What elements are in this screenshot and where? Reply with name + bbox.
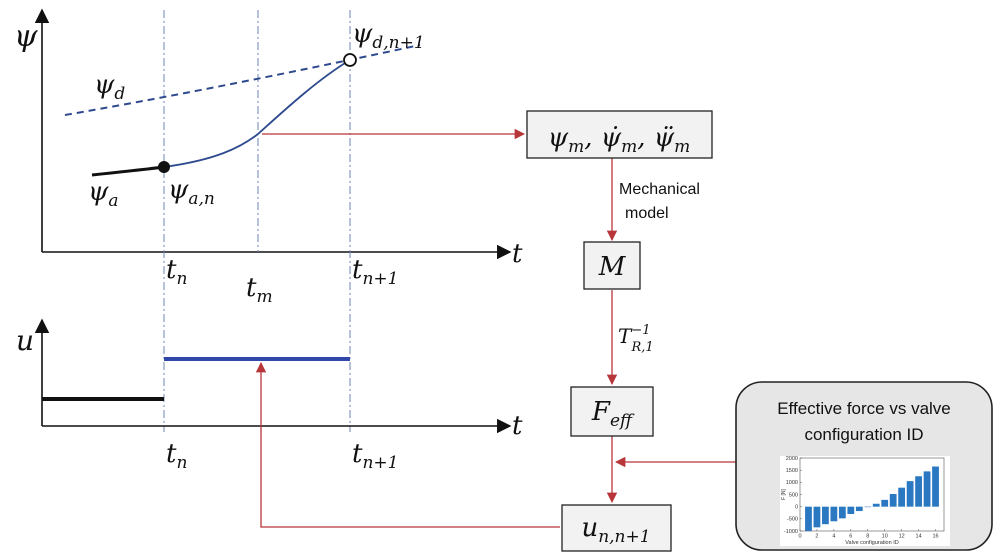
effective-force-label: Feff bbox=[591, 397, 635, 431]
top-y-axis-label: ψ bbox=[14, 19, 38, 54]
bottom-plot: u t tn tn+1 bbox=[16, 318, 523, 473]
label-psi-d-n1: ψd,n+1 bbox=[352, 19, 425, 53]
bar-chart: -1000 -500 0 500 1000 1500 2000 0 2 4 6 8 10 12 14 16Va… bbox=[781, 456, 945, 546]
bar-16 bbox=[932, 466, 939, 507]
bar-14 bbox=[915, 476, 922, 507]
tick-label-tn-bottom: tn bbox=[166, 439, 187, 473]
x-tick-label: 12 bbox=[899, 534, 905, 540]
label-psi-a: ψa bbox=[88, 177, 119, 211]
bar-13 bbox=[906, 481, 914, 507]
state-box bbox=[526, 110, 713, 159]
x-tick-label: 14 bbox=[916, 534, 922, 540]
bar-2 bbox=[813, 506, 821, 528]
y-tick-label: 500 bbox=[789, 492, 798, 498]
effective-force-box bbox=[570, 386, 654, 437]
bar-4 bbox=[830, 506, 838, 522]
y-tick-label: 2000 bbox=[786, 456, 798, 462]
x-axis-label: Valve configuration ID bbox=[845, 540, 898, 546]
x-tick-label: 16 bbox=[932, 534, 938, 540]
bottom-t-axis-label: t bbox=[512, 411, 523, 441]
arrow-u-to-plot bbox=[255, 361, 560, 528]
control-output-box bbox=[561, 504, 672, 552]
x-tick-label: 10 bbox=[882, 534, 888, 540]
bottom-y-axis-label: u bbox=[16, 324, 34, 357]
state-box-label: ψm, ψ̇m, ψ̈m bbox=[548, 123, 691, 157]
tick-label-tn-top: tn bbox=[166, 255, 187, 289]
y-tick-label: 0 bbox=[795, 504, 798, 510]
point-psi-d-n1 bbox=[343, 53, 357, 67]
desired-trajectory-curve bbox=[64, 44, 421, 116]
bar-8 bbox=[864, 506, 872, 508]
y-tick-label: 1500 bbox=[786, 468, 798, 474]
y-tick-label: 1000 bbox=[786, 480, 798, 486]
tick-label-tn1-bottom: tn+1 bbox=[352, 439, 398, 473]
bar-15 bbox=[923, 471, 931, 507]
bar-10 bbox=[881, 499, 889, 507]
bar-9 bbox=[872, 503, 880, 507]
label-psi-d: ψd bbox=[94, 70, 125, 104]
actual-trajectory-predicted-curve bbox=[163, 59, 351, 168]
top-plot: ψ t ψd ψa ψa,n ψd,n+1 tn tm tn+1 bbox=[14, 8, 523, 432]
y-tick-label: -500 bbox=[787, 517, 798, 523]
control-output-label: un,n+1 bbox=[581, 513, 650, 547]
actual-trajectory-past-curve bbox=[91, 165, 165, 177]
x-tick-label: 6 bbox=[849, 534, 852, 540]
tick-label-tn1-top: tn+1 bbox=[352, 255, 398, 289]
x-tick-label: 2 bbox=[815, 534, 818, 540]
point-psi-a-n bbox=[158, 161, 170, 173]
bar-1 bbox=[805, 506, 812, 531]
bar-7 bbox=[855, 506, 863, 512]
mass-matrix-box bbox=[583, 241, 641, 290]
top-t-axis-label: t bbox=[512, 239, 523, 269]
bar-5 bbox=[838, 506, 846, 519]
x-tick-label: 4 bbox=[832, 534, 835, 540]
bar-3 bbox=[822, 506, 829, 525]
bar-6 bbox=[847, 506, 855, 514]
bar-12 bbox=[898, 487, 906, 507]
y-tick-label: -1000 bbox=[784, 529, 798, 535]
bar-11 bbox=[889, 494, 897, 507]
y-axis-label: F [N] bbox=[781, 488, 787, 499]
x-tick-label: 0 bbox=[798, 534, 801, 540]
mass-matrix-label: M bbox=[598, 252, 627, 282]
x-tick-label: 8 bbox=[866, 534, 869, 540]
tick-label-tm: tm bbox=[246, 273, 273, 307]
label-psi-a-n: ψa,n bbox=[168, 175, 215, 209]
